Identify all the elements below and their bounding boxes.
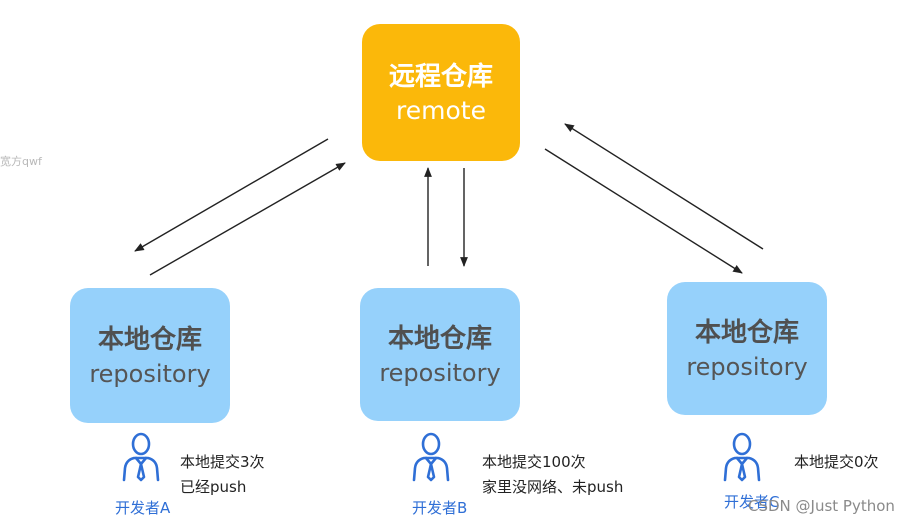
developer-a-label: 开发者A	[115, 499, 171, 517]
developer-a-note-1: 本地提交3次	[180, 453, 265, 471]
repo-b-title: 本地仓库	[387, 323, 492, 354]
repo-c-subtitle: repository	[686, 352, 808, 381]
arrow-a-to-remote	[149, 162, 346, 276]
developer-a-note-2: 已经push	[180, 478, 247, 496]
developer-c-notes: 本地提交0次	[794, 450, 879, 475]
developer-person-icon	[412, 432, 450, 482]
repo-a-title: 本地仓库	[97, 324, 202, 355]
arrow-remote-to-c	[544, 148, 743, 274]
arrow-c-to-remote	[564, 123, 764, 250]
developer-a-notes: 本地提交3次 已经push	[180, 450, 265, 500]
watermark-csdn: CSDN @Just Python	[748, 497, 895, 515]
repo-c-title: 本地仓库	[694, 317, 799, 348]
developer-person-icon	[122, 432, 160, 482]
watermark-left: 宽方qwf	[0, 155, 42, 168]
arrow-remote-to-a	[134, 138, 329, 252]
repo-a-subtitle: repository	[89, 359, 211, 388]
local-repository-c: 本地仓库 repository	[667, 282, 827, 415]
developer-c-note-1: 本地提交0次	[794, 453, 879, 471]
developer-b-label: 开发者B	[412, 499, 468, 517]
remote-title: 远程仓库	[388, 61, 493, 92]
developer-b-note-2: 家里没网络、未push	[482, 478, 624, 496]
developer-b-note-1: 本地提交100次	[482, 453, 586, 471]
developer-b-notes: 本地提交100次 家里没网络、未push	[482, 450, 623, 500]
local-repository-a: 本地仓库 repository	[70, 288, 230, 423]
developer-c-label: 开发者C	[724, 493, 780, 511]
remote-repository-box: 远程仓库 remote	[362, 24, 520, 161]
repo-b-subtitle: repository	[379, 358, 501, 387]
remote-subtitle: remote	[396, 95, 486, 125]
local-repository-b: 本地仓库 repository	[360, 288, 520, 421]
developer-person-icon	[723, 432, 761, 482]
